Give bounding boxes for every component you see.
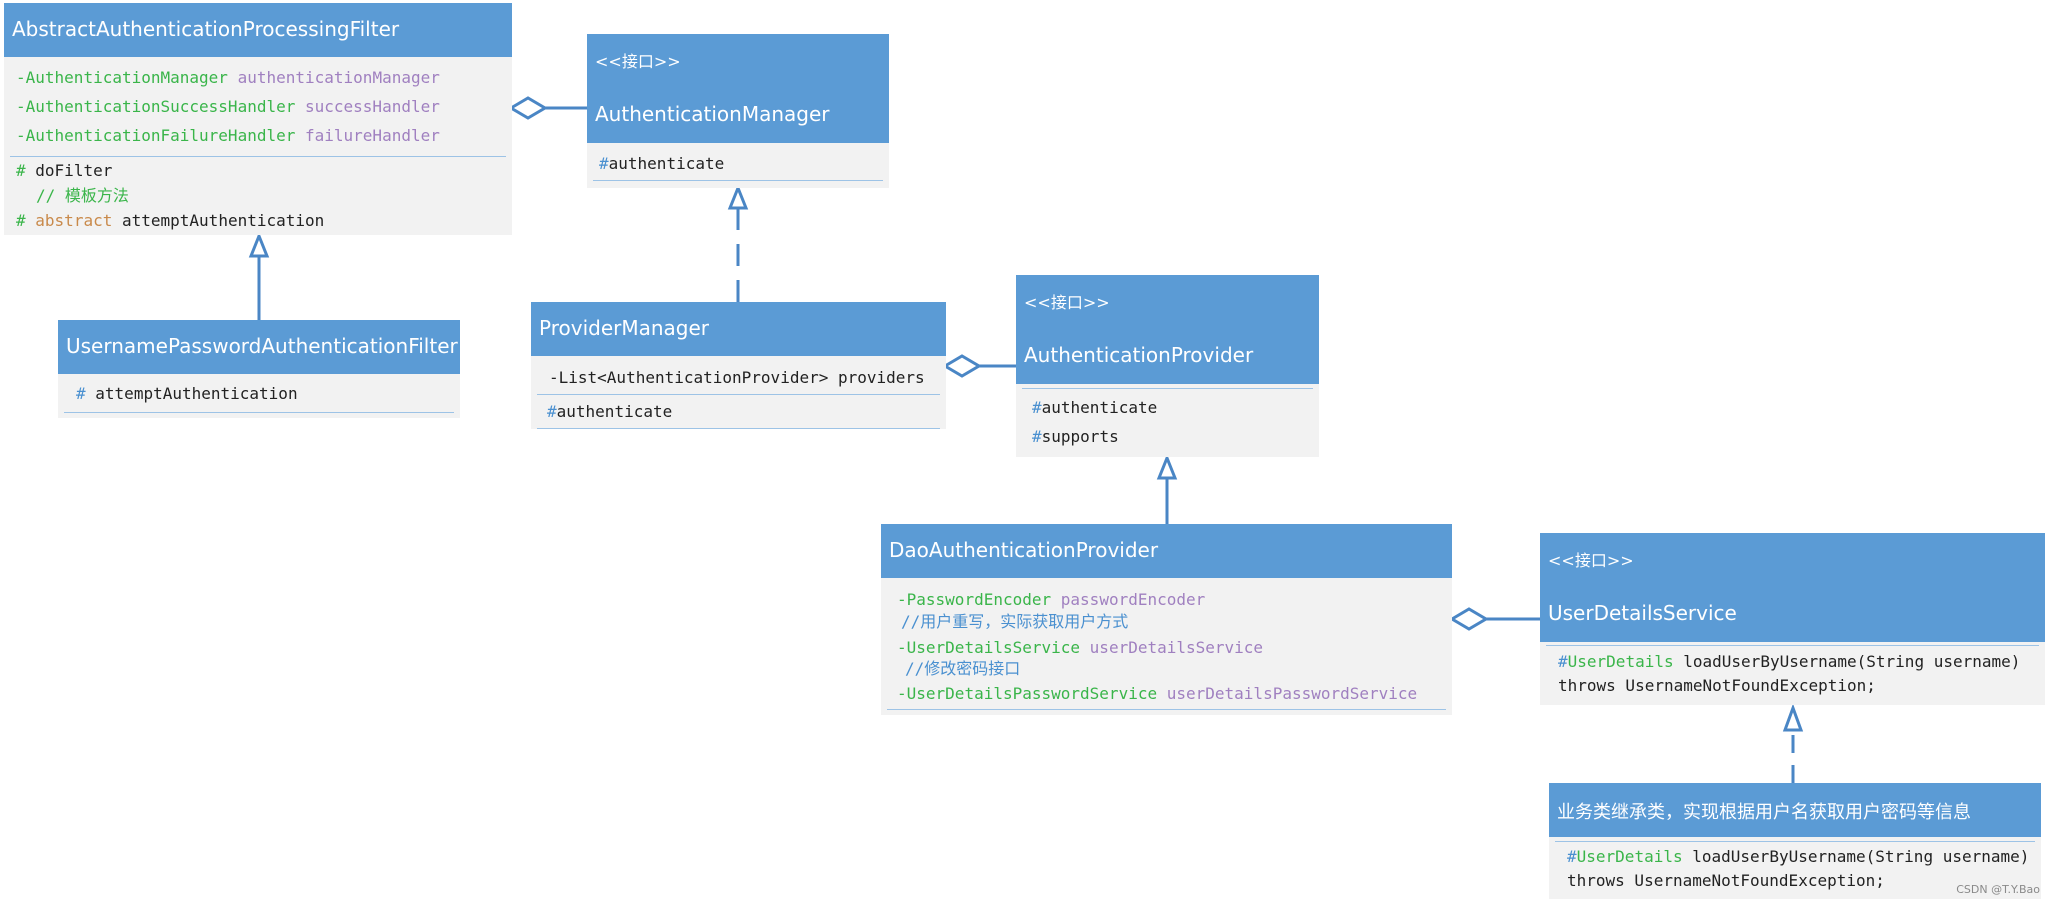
inheritance-dao-provider [1156, 453, 1178, 524]
method-throws-clause: throws UsernameNotFoundException; [1567, 871, 1885, 890]
stereotype-label: <<接口>> [1548, 551, 1634, 570]
method-do-filter: # doFilter [16, 161, 113, 180]
class-title: DaoAuthenticationProvider [889, 538, 1159, 562]
comment-change-password: //修改密码接口 [905, 659, 1021, 678]
comment-user-override: //用户重写，实际获取用户方式 [901, 612, 1129, 631]
class-header: AbstractAuthenticationProcessingFilter [4, 3, 512, 57]
class-title: UserDetailsService [1548, 601, 1737, 625]
separator [887, 709, 1446, 710]
method-load-user-by-username: #UserDetails loadUserByUsername(String u… [1567, 847, 2030, 866]
separator [1555, 841, 2035, 842]
separator [1546, 645, 2039, 646]
class-header: <<接口>> UserDetailsService [1540, 533, 2045, 642]
method-authenticate: #authenticate [1032, 398, 1158, 417]
field-failure-handler: -AuthenticationFailureHandler failureHan… [16, 126, 440, 145]
class-body: -AuthenticationManager authenticationMan… [4, 57, 512, 235]
class-title: 业务类继承类，实现根据用户名获取用户密码等信息 [1557, 802, 1971, 823]
class-header: 业务类继承类，实现根据用户名获取用户密码等信息 [1549, 783, 2041, 837]
class-title: AuthenticationManager [595, 102, 830, 126]
method-throws-clause: throws UsernameNotFoundException; [1558, 676, 1876, 695]
class-title: ProviderManager [539, 316, 710, 340]
method-attempt-authentication: # abstract attemptAuthentication [16, 211, 325, 230]
class-header: <<接口>> AuthenticationManager [587, 34, 889, 143]
class-header: DaoAuthenticationProvider [881, 524, 1452, 578]
realization-provider-manager [727, 183, 749, 302]
method-attempt-authentication: # attemptAuthentication [76, 384, 298, 403]
field-user-details-service: -UserDetailsService userDetailsService [897, 638, 1264, 657]
aggregation-filter-manager [508, 96, 587, 120]
class-title: AbstractAuthenticationProcessingFilter [12, 17, 400, 41]
field-providers: -List<AuthenticationProvider> providers [549, 368, 925, 387]
method-load-user-by-username: #UserDetails loadUserByUsername(String u… [1558, 652, 2021, 671]
watermark: CSDN @T.Y.Bao [1956, 883, 2040, 896]
aggregation-provider-manager [942, 354, 1016, 378]
separator [537, 428, 940, 429]
aggregation-dao-userdetails [1449, 607, 1540, 631]
comment-template-method: // 模板方法 [36, 186, 129, 205]
stereotype-label: <<接口>> [595, 52, 681, 71]
field-authentication-manager: -AuthenticationManager authenticationMan… [16, 68, 440, 87]
class-body: -List<AuthenticationProvider> providers … [531, 356, 946, 429]
method-authenticate: #authenticate [547, 402, 673, 421]
field-password-encoder: -PasswordEncoder passwordEncoder [897, 590, 1206, 609]
class-body: #authenticate [587, 143, 889, 188]
method-authenticate: #authenticate [599, 154, 725, 173]
class-business-implementation[interactable]: 业务类继承类，实现根据用户名获取用户密码等信息 #UserDetails loa… [1549, 783, 2041, 899]
class-title: UsernamePasswordAuthenticationFilter [66, 334, 458, 358]
class-title: AuthenticationProvider [1024, 343, 1254, 367]
class-authentication-provider[interactable]: <<接口>> AuthenticationProvider #authentic… [1016, 275, 1319, 457]
class-body: # attemptAuthentication [58, 374, 460, 418]
separator [10, 156, 506, 157]
field-success-handler: -AuthenticationSuccessHandler successHan… [16, 97, 440, 116]
class-dao-authentication-provider[interactable]: DaoAuthenticationProvider -PasswordEncod… [881, 524, 1452, 715]
class-header: ProviderManager [531, 302, 946, 356]
class-authentication-manager[interactable]: <<接口>> AuthenticationManager #authentica… [587, 34, 889, 188]
class-body: #UserDetails loadUserByUsername(String u… [1549, 837, 2041, 899]
separator [593, 180, 883, 181]
class-username-password-authentication-filter[interactable]: UsernamePasswordAuthenticationFilter # a… [58, 320, 460, 418]
method-supports: #supports [1032, 427, 1119, 446]
class-body: #UserDetails loadUserByUsername(String u… [1540, 642, 2045, 705]
field-user-details-password-service: -UserDetailsPasswordService userDetailsP… [897, 684, 1418, 703]
separator [64, 412, 454, 413]
separator [1022, 388, 1313, 389]
class-header: <<接口>> AuthenticationProvider [1016, 275, 1319, 384]
class-header: UsernamePasswordAuthenticationFilter [58, 320, 460, 374]
realization-business-impl [1782, 703, 1804, 783]
class-abstract-authentication-processing-filter[interactable]: AbstractAuthenticationProcessingFilter -… [4, 3, 512, 235]
inheritance-username-filter [248, 231, 270, 320]
stereotype-label: <<接口>> [1024, 293, 1110, 312]
class-body: -PasswordEncoder passwordEncoder //用户重写，… [881, 578, 1452, 715]
class-provider-manager[interactable]: ProviderManager -List<AuthenticationProv… [531, 302, 946, 429]
separator [537, 394, 940, 395]
class-user-details-service[interactable]: <<接口>> UserDetailsService #UserDetails l… [1540, 533, 2045, 705]
class-body: #authenticate #supports [1016, 384, 1319, 457]
